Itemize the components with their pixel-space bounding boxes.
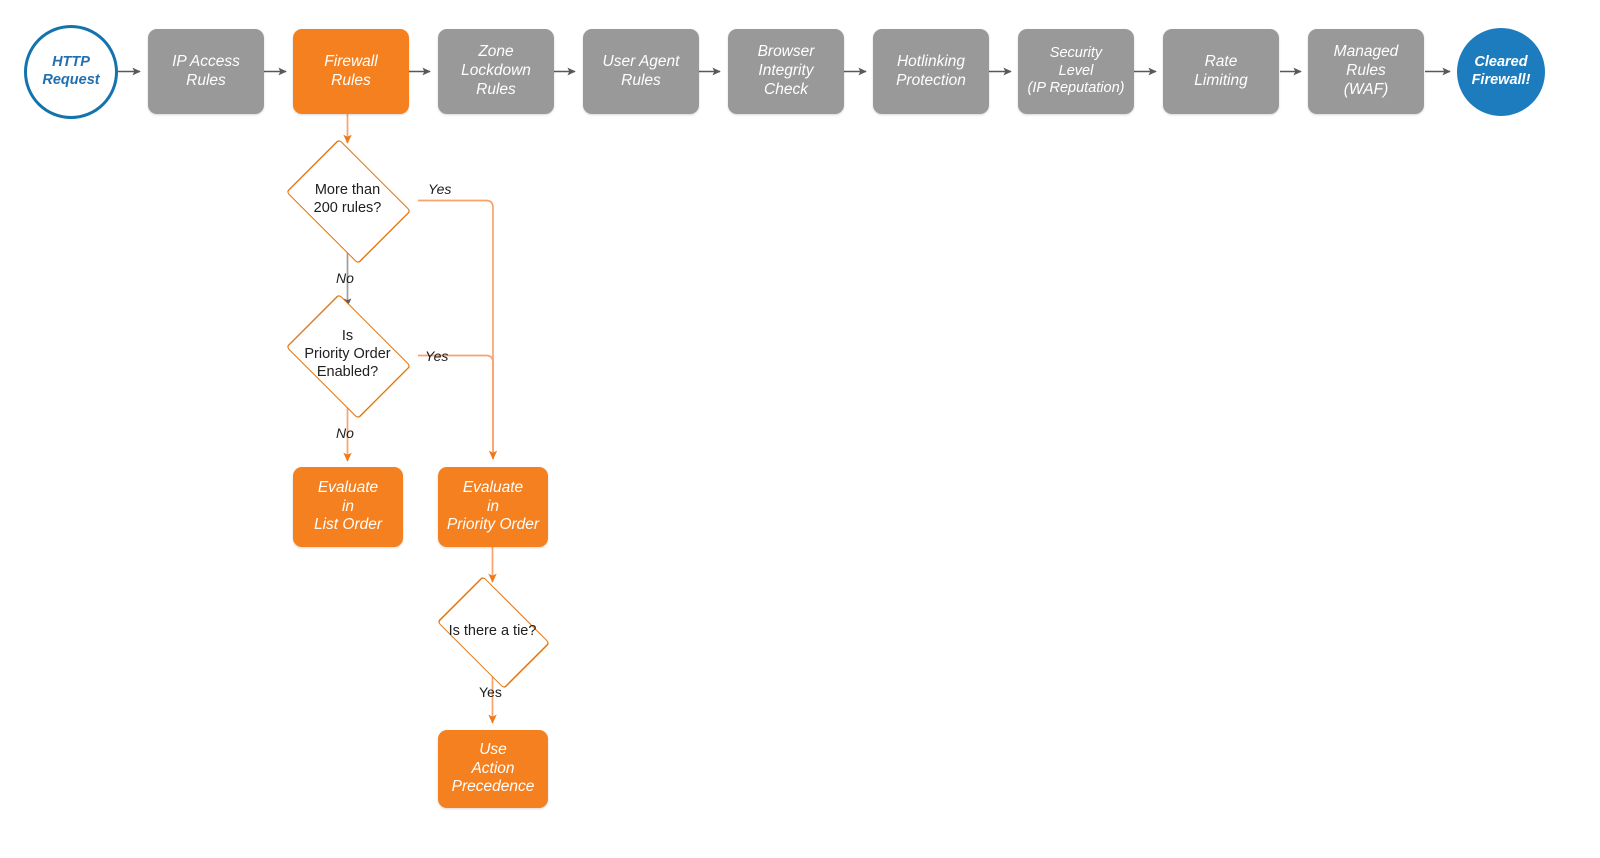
node-label: Managed Rules (WAF) [1333,43,1399,98]
node-label: Security Level (IP Reputation) [1027,44,1125,97]
edge-label-yes-tie: Yes [479,684,502,700]
node-firewall-rules[interactable]: Firewall Rules [293,29,409,114]
node-label: Evaluate in List Order [313,478,383,534]
node-label: User Agent Rules [602,52,680,89]
node-security-level[interactable]: Security Level (IP Reputation) [1018,29,1134,114]
node-is-there-a-tie[interactable]: Is there a tie? [427,575,558,690]
edge-label-yes-priority-enabled: Yes [425,348,449,364]
node-zone-lockdown-rules[interactable]: Zone Lockdown Rules [438,29,554,114]
node-label: Rate Limiting [1194,52,1248,89]
node-rate-limiting[interactable]: Rate Limiting [1163,29,1279,114]
node-evaluate-in-priority-order[interactable]: Evaluate in Priority Order [438,467,548,547]
node-label: Hotlinking Protection [896,52,966,89]
node-label: Browser Integrity Check [757,43,815,98]
node-label: Zone Lockdown Rules [461,43,531,98]
node-more-than-200-rules[interactable]: More than 200 rules? [277,138,418,264]
node-use-action-precedence[interactable]: Use Action Precedence [438,730,548,808]
edge-label-no-more-than-200: No [336,270,354,286]
node-browser-integrity-check[interactable]: Browser Integrity Check [728,29,844,114]
node-label: Is there a tie? [448,622,537,639]
node-label: Is Priority Order Enabled? [304,328,391,380]
node-label: Firewall Rules [324,52,378,89]
node-ip-access-rules[interactable]: IP Access Rules [148,29,264,114]
node-label: More than 200 rules? [313,182,382,216]
node-evaluate-in-list-order[interactable]: Evaluate in List Order [293,467,403,547]
node-managed-rules-waf[interactable]: Managed Rules (WAF) [1308,29,1424,114]
edge-label-no-priority-enabled: No [336,425,354,441]
node-label: Use Action Precedence [451,740,535,796]
edge-label-yes-more-than-200: Yes [428,181,452,197]
node-label: Evaluate in Priority Order [446,478,540,534]
node-user-agent-rules[interactable]: User Agent Rules [583,29,699,114]
node-is-priority-order-enabled[interactable]: Is Priority Order Enabled? [277,293,418,419]
edge-priority-enabled-yes [418,354,494,452]
node-hotlinking-protection[interactable]: Hotlinking Protection [873,29,989,114]
node-cleared-firewall[interactable]: Cleared Firewall! [1457,28,1545,116]
node-http-request[interactable]: HTTP Request [24,25,118,119]
node-label: IP Access Rules [172,52,240,89]
node-label: HTTP Request [42,54,100,88]
node-label: Cleared Firewall! [1471,54,1531,88]
edge-more-than-200-yes [418,199,498,460]
